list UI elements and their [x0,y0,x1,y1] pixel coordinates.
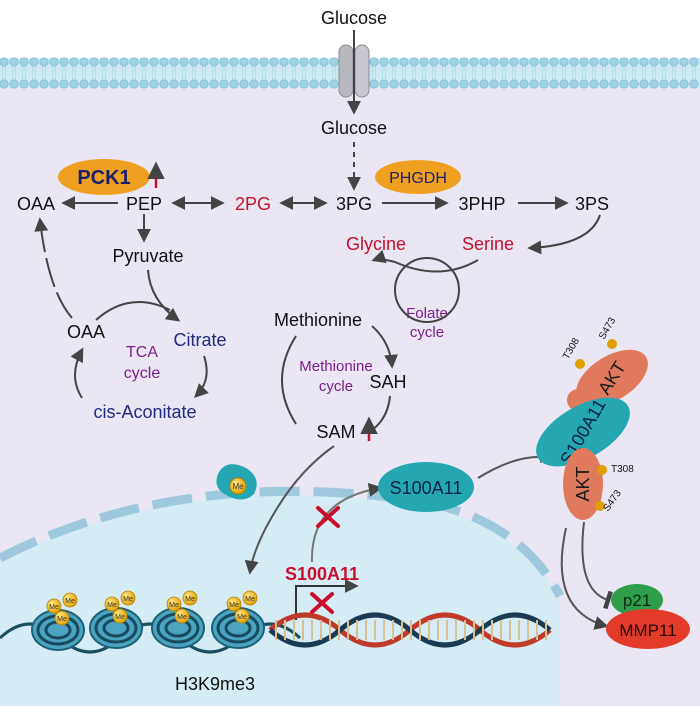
inhibit-p21 [581,521,613,610]
sam: SAM [316,422,355,442]
block-cross-icon [316,506,340,528]
sah: SAH [369,372,406,392]
glucose-extracellular: Glucose [321,8,387,28]
mmp11-protein [606,609,690,649]
me-blob-label: Me [232,482,244,491]
three-pg: 3PG [336,194,372,214]
phgdh-label: PHGDH [389,170,447,187]
cis-aconitate: cis-Aconitate [93,402,196,422]
transcription-start-arrow [295,579,359,620]
methyl-mark-icon: Me [174,608,190,624]
arrow-3ps-serine [527,214,601,255]
arrow-sam-nucleus [244,445,335,575]
glycine: Glycine [346,234,406,254]
arrow-serine-glycine [371,249,479,273]
glucose-intracellular: Glucose [321,118,387,138]
methyl-mark-icon: Me [46,598,62,614]
t308-bottom: T308 [611,464,634,475]
tca-cycle-line2: cycle [124,365,161,382]
akt-top [576,349,648,407]
three-php: 3PHP [458,194,505,214]
s100a11-label: S100A11 [390,478,463,498]
pck1-label: PCK1 [77,167,130,189]
pep: PEP [126,194,162,214]
three-ps: 3PS [575,194,609,214]
me-label: Me [177,614,187,621]
me-label: Me [115,614,125,621]
methyl-transferase-blob: Me [216,464,257,500]
akt-bottom [563,448,603,520]
me-label: Me [123,596,133,603]
me-label: Me [49,604,59,611]
pyruvate: Pyruvate [112,246,183,266]
me-label: Me [237,614,247,621]
me-label: Me [185,596,195,603]
tca-cycle-line1: TCA [126,344,158,361]
two-pg: 2PG [235,194,271,214]
methyl-mark-icon: Me [166,596,182,612]
pck1-enzyme [58,159,150,195]
akt-bottom-label: AKT [573,466,593,501]
folate-cycle-line2: cycle [410,324,444,341]
methyl-mark-icon: Me [120,590,136,606]
methyl-mark-icon: Me [226,596,242,612]
methionine-cycle-line1: Methionine [299,358,372,375]
methionine-cycle-arc-top [371,325,399,369]
methionine-cycle-line2: cycle [319,378,353,395]
tca-arc-oaa-citrate [95,301,171,321]
me-label: Me [169,602,179,609]
histone-mark-label: H3K9me3 [175,674,255,694]
me-label: Me [107,602,117,609]
s100a11-gene-label: S100A11 [285,564,359,584]
methyl-mark-icon: Me [182,590,198,606]
phgdh-enzyme [375,160,461,194]
me-label: Me [229,602,239,609]
methyl-mark-icon: Me [54,610,70,626]
methionine-cycle-arc-right [371,395,391,431]
me-label: Me [57,616,67,623]
methionine-cycle-arc-left [281,335,297,425]
folate-cycle-line1: Folate [406,305,448,322]
me-label: Me [65,598,75,605]
arrow-mmp11 [560,527,609,630]
serine: Serine [462,234,514,254]
s100a11-complex-protein [536,397,630,467]
p21-protein [611,584,663,616]
folate-cycle-ring [394,257,461,323]
methyl-mark-icon: Me [234,608,250,624]
tca-arc-aconitate-oaa [70,347,84,399]
me-label: Me [245,596,255,603]
tca-arc-citrate-aconitate [194,355,209,398]
arrow-pyruvate-citrate [147,269,181,322]
glucose-transporter-icon [338,44,370,98]
nuclear-envelope [0,486,564,599]
methyl-mark-icon: Me [104,596,120,612]
p21-label: p21 [623,591,651,610]
citrate: Citrate [173,330,226,350]
oaa-top: OAA [17,194,55,214]
methyl-mark-icon: Me [242,590,258,606]
arrow-oaa-tca-to-oaa [34,217,73,319]
methionine: Methionine [274,310,362,330]
methyl-mark-icon: Me [62,592,78,608]
dna-helix [268,612,552,648]
s100a11-protein [378,462,474,512]
nucleus [0,495,560,706]
cell-membrane [0,57,700,89]
block-cross-transcription-icon [310,592,334,614]
methyl-mark-icon: Me [112,608,128,624]
oaa-tca: OAA [67,322,105,342]
arrow-gene-s100a11 [310,482,383,563]
mmp11-label: MMP11 [619,621,676,640]
